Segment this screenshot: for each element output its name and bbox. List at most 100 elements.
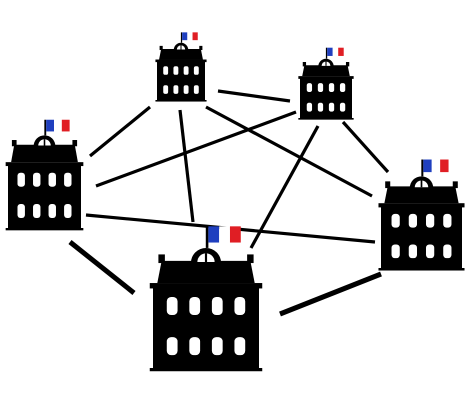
links-layer [68,89,390,317]
roof [11,144,78,163]
window [17,203,25,218]
link-left-to-bottom-center [68,240,136,295]
town-hall-icon [298,47,354,120]
window [193,66,199,75]
window [328,102,335,112]
link-top-right-to-left [95,110,297,188]
french-flag-icon [208,226,241,243]
window [425,244,435,259]
ground-line [5,228,84,231]
ground-line [149,368,263,372]
window [33,172,41,187]
window [183,85,189,94]
window [425,213,435,228]
chimney-right [452,181,458,189]
chimney-left [11,140,17,147]
window [443,213,452,228]
window [17,172,25,187]
ground-line [155,100,207,102]
dome-window-mullion [180,45,182,50]
window [173,66,179,75]
flag-white-band [54,119,62,132]
window [234,337,246,356]
cornice [155,59,207,63]
town-hall-icon [5,119,84,231]
flag-white-band [219,226,230,243]
flag-blue-band [423,159,432,173]
dome-window-mullion [204,253,208,262]
roof [302,65,350,77]
window [339,102,346,112]
chimney-right [72,140,78,147]
flag-red-band [229,226,241,243]
cornice [378,203,465,208]
dome-window-mullion [325,61,327,66]
dome-window-mullion [420,180,423,188]
french-flag-icon [46,119,70,132]
window [443,244,452,259]
flag-white-band [431,159,441,173]
building-bottom-center [149,226,263,372]
flag-red-band [61,119,70,132]
window [163,85,169,94]
flag-blue-band [327,47,333,56]
link-top-left-to-right [205,105,373,198]
roof [157,260,255,284]
french-flag-icon [423,159,449,173]
flag-white-band [332,47,339,56]
link-top-left-to-top-right [217,89,291,103]
roof [159,49,203,60]
cornice [298,76,354,79]
flag-pole [325,47,328,59]
window [189,337,201,356]
flag-red-band [338,47,344,56]
window [339,83,346,92]
link-top-left-to-left [88,105,152,158]
window [173,85,179,94]
window [166,297,178,316]
chimney-right [345,62,350,67]
window [33,203,41,218]
window [193,85,199,94]
chimney-left [158,254,165,264]
chimney-left [302,62,307,67]
window [234,297,246,316]
flag-red-band [440,159,449,173]
window [48,203,56,218]
cornice [149,283,263,289]
ground-line [378,268,465,271]
chimney-right [199,45,203,51]
window [306,102,313,112]
window [64,203,72,218]
town-hall-icon [378,159,465,271]
flag-pole [44,119,47,136]
building-top-left [155,32,207,102]
window [48,172,56,187]
town-hall-icon [149,226,263,372]
window [211,337,223,356]
cornice [5,162,84,167]
roof [384,186,459,204]
nodes-layer [5,32,465,372]
window [183,66,189,75]
building-right [378,159,465,271]
building-top-right [298,47,354,120]
chimney-left [159,45,163,51]
window [317,102,324,112]
window [166,337,178,356]
chimney-right [247,254,254,264]
link-right-to-bottom-center [279,271,382,317]
flag-pole [180,32,183,43]
ground-line [298,118,354,120]
window [328,83,335,92]
french-flag-icon [182,32,198,41]
town-hall-icon [155,32,207,102]
flag-red-band [192,32,198,41]
window [408,244,418,259]
window [306,83,313,92]
window [391,213,400,228]
flag-white-band [187,32,193,41]
window [317,83,324,92]
window [189,297,201,316]
